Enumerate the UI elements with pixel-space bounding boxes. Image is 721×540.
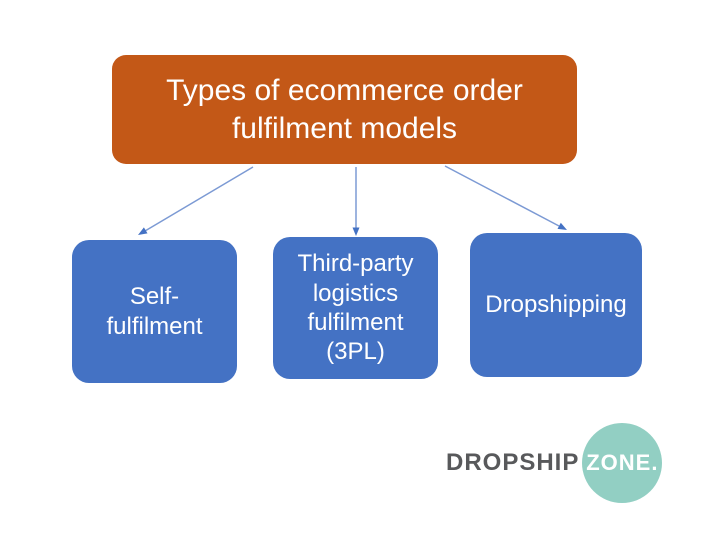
node-self-fulfilment: Self- fulfilment xyxy=(72,240,237,383)
logo-wordmark: DROPSHIP xyxy=(446,449,580,476)
arrow-to-self-fulfilment xyxy=(138,166,254,235)
root-node-fulfilment-models: Types of ecommerce order fulfilment mode… xyxy=(112,55,577,164)
logo-badge-circle: ZONE. xyxy=(582,423,663,503)
node-third-party-logistics-fulfilment: Third-party logistics fulfilment (3PL) xyxy=(273,237,438,379)
dropshipzone-logo: DROPSHIP ZONE. xyxy=(446,423,663,503)
logo-badge-text: ZONE. xyxy=(586,450,659,475)
node-dropshipping: Dropshipping xyxy=(470,233,642,377)
arrow-to-3pl-fulfilment xyxy=(352,167,360,236)
arrow-to-dropshipping xyxy=(444,165,567,230)
